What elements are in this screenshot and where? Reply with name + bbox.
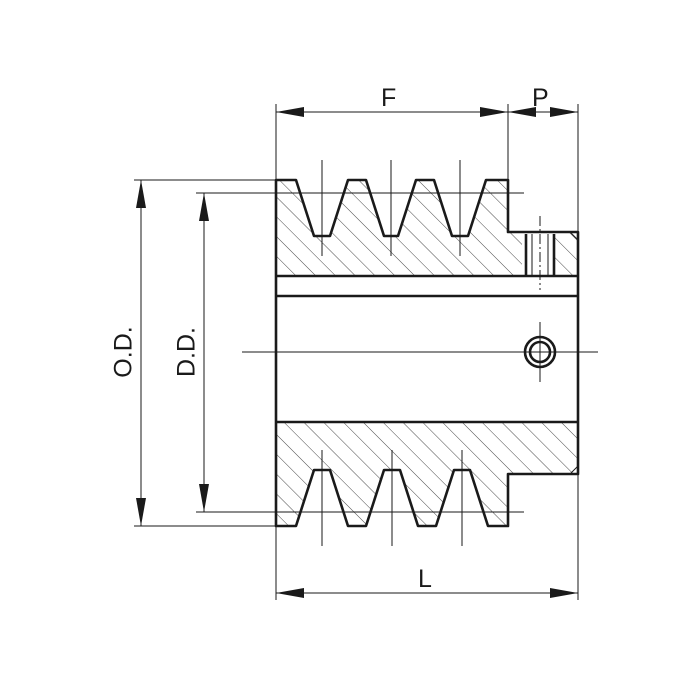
top-groove-profile	[274, 178, 580, 276]
datum-diameter-label: D.D.	[172, 327, 201, 377]
overall-length-label: L	[418, 565, 432, 593]
l-dimension	[276, 588, 578, 598]
f-dimension	[276, 107, 508, 117]
top-groove-centerlines	[321, 160, 461, 256]
outside-diameter-label: O.D.	[109, 326, 138, 378]
face-width-label: F	[381, 84, 397, 112]
od-dimension	[136, 180, 146, 526]
dd-dimension	[199, 193, 209, 512]
hub-projection-label: P	[532, 84, 549, 112]
set-screw-hole-section	[522, 233, 554, 275]
bottom-groove-centerlines	[321, 450, 463, 546]
p-dimension	[508, 107, 578, 117]
bottom-groove-profile	[274, 422, 580, 528]
